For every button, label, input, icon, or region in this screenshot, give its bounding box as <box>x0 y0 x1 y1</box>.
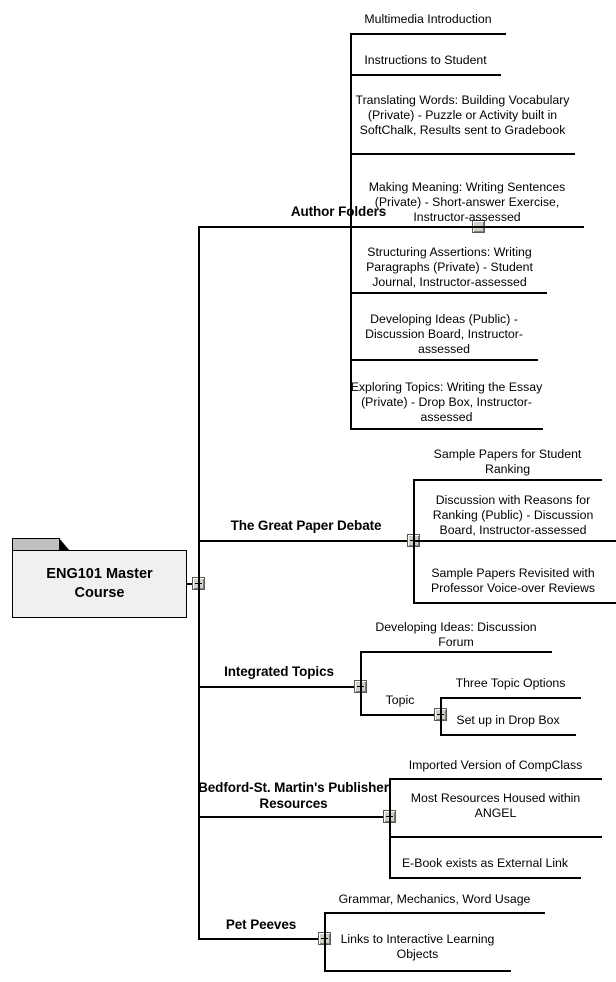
branch-label-pet-peeves[interactable]: Pet Peeves <box>225 917 297 932</box>
branch-line-bedford-publisher-resources <box>198 816 389 818</box>
leaf-line-developing-ideas-public <box>350 359 538 361</box>
leaf-label-sample-papers-revisited[interactable]: Sample Papers Revisited with Professor V… <box>430 566 596 595</box>
leaf-label-making-meaning[interactable]: Making Meaning: Writing Sentences (Priva… <box>368 180 566 224</box>
leaf-line-ebook-external-link <box>389 877 581 879</box>
leaf-label-discussion-with-reasons[interactable]: Discussion with Reasons for Ranking (Pub… <box>432 493 594 537</box>
main-trunk-line <box>198 226 200 939</box>
leaf-label-developing-ideas-public[interactable]: Developing Ideas (Public) - Discussion B… <box>365 312 523 356</box>
branch-label-integrated-topics[interactable]: Integrated Topics <box>224 664 334 679</box>
branch-line-integrated-topics <box>198 686 360 688</box>
leaf-line-translating-words <box>350 153 575 155</box>
leaf-line-links-interactive-learning-objects <box>324 970 511 972</box>
leaf-line-most-resources-angel <box>389 836 602 838</box>
subtrunk-line-pet-peeves <box>324 912 326 970</box>
subtrunk-line-integrated-topics <box>360 651 362 715</box>
branch-line-topic <box>360 714 440 716</box>
leaf-line-imported-version-compclass <box>389 778 602 780</box>
branch-label-bedford-publisher-resources[interactable]: Bedford-St. Martin's Publisher Resources <box>198 780 389 812</box>
leaf-line-set-up-in-drop-box <box>440 734 576 736</box>
leaf-label-three-topic-options[interactable]: Three Topic Options <box>455 676 566 690</box>
leaf-label-translating-words[interactable]: Translating Words: Building Vocabulary (… <box>355 93 570 137</box>
leaf-line-grammar-mechanics-word-usage <box>324 912 545 914</box>
leaf-label-set-up-in-drop-box[interactable]: Set up in Drop Box <box>456 713 560 727</box>
leaf-line-three-topic-options <box>440 697 581 699</box>
leaf-label-ebook-external-link[interactable]: E-Book exists as External Link <box>401 856 569 870</box>
leaf-line-discussion-with-reasons <box>413 540 616 542</box>
branch-line-pet-peeves <box>198 938 324 940</box>
root-folder-tab <box>12 538 70 551</box>
leaf-line-sample-papers-ranking <box>413 479 602 481</box>
branch-line-author-folders <box>198 226 479 228</box>
leaf-label-structuring-assertions[interactable]: Structuring Assertions: Writing Paragrap… <box>366 245 533 289</box>
leaf-line-structuring-assertions <box>350 292 547 294</box>
leaf-line-making-meaning <box>350 226 584 228</box>
leaf-label-links-interactive-learning-objects[interactable]: Links to Interactive Learning Objects <box>340 932 495 961</box>
subtrunk-line-bedford-publisher-resources <box>389 778 391 877</box>
leaf-line-instructions-to-student <box>350 74 501 76</box>
subtrunk-line-topic <box>440 697 442 734</box>
leaf-line-developing-ideas-forum <box>360 651 552 653</box>
leaf-label-exploring-topics[interactable]: Exploring Topics: Writing the Essay (Pri… <box>350 380 543 424</box>
branch-label-topic[interactable]: Topic <box>385 693 415 707</box>
leaf-label-instructions-to-student[interactable]: Instructions to Student <box>364 53 487 67</box>
subtrunk-line-author-folders <box>350 33 352 429</box>
branch-label-the-great-paper-debate[interactable]: The Great Paper Debate <box>230 518 382 533</box>
leaf-label-grammar-mechanics-word-usage[interactable]: Grammar, Mechanics, Word Usage <box>338 892 531 906</box>
leaf-label-sample-papers-ranking[interactable]: Sample Papers for Student Ranking <box>433 447 582 476</box>
leaf-label-imported-version-compclass[interactable]: Imported Version of CompClass <box>408 758 583 772</box>
branch-line-the-great-paper-debate <box>198 540 414 542</box>
leaf-label-multimedia-introduction[interactable]: Multimedia Introduction <box>364 12 492 26</box>
root-node-eng101-master-course[interactable]: ENG101 Master Course <box>12 550 187 618</box>
leaf-label-most-resources-angel[interactable]: Most Resources Housed within ANGEL <box>410 791 581 820</box>
leaf-line-sample-papers-revisited <box>413 602 616 604</box>
leaf-line-multimedia-introduction <box>350 33 506 35</box>
leaf-label-developing-ideas-forum[interactable]: Developing Ideas: Discussion Forum <box>375 620 537 649</box>
leaf-line-exploring-topics <box>350 428 543 430</box>
